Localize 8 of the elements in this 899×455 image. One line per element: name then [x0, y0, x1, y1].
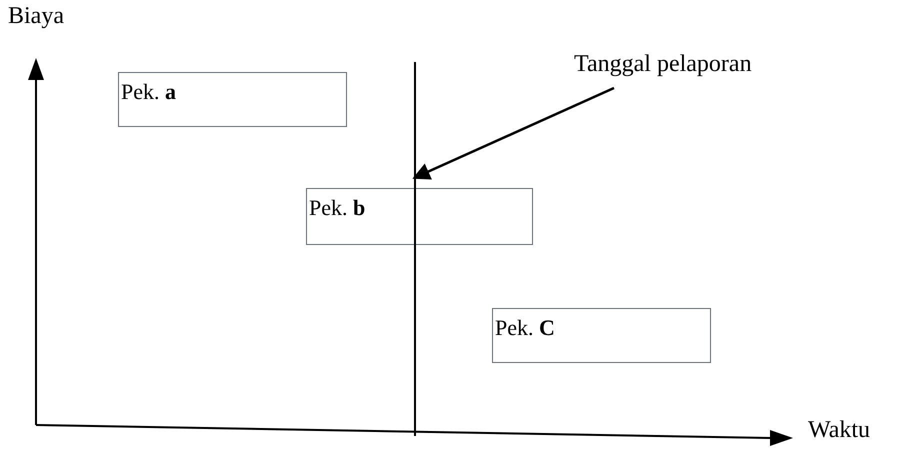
- reporting-date-line: [414, 62, 416, 436]
- task-box: Pek. a: [118, 72, 347, 127]
- callout-text: Tanggal pelaporan: [574, 52, 824, 84]
- axis-label: Waktu: [808, 418, 870, 442]
- axis-label: Biaya: [8, 4, 64, 28]
- arrow: [412, 86, 615, 180]
- task-box: Pek. b: [306, 188, 533, 245]
- task-box: Pek. C: [492, 308, 711, 363]
